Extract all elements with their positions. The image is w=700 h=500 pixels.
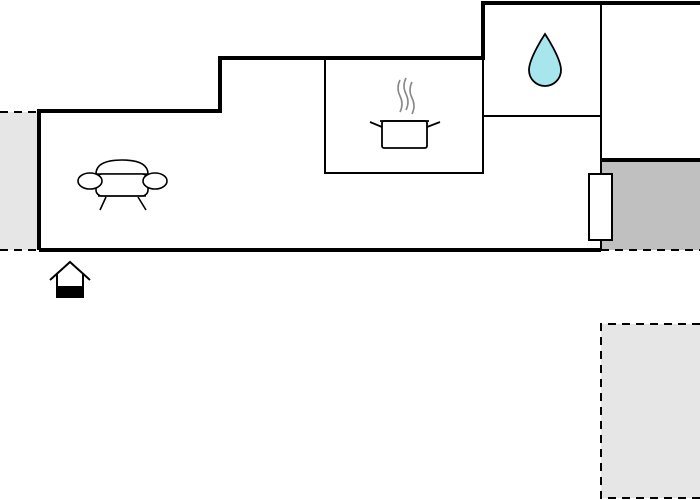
steam-lines [397, 77, 415, 115]
adjacent-room [601, 161, 700, 251]
cooking-pot-icon [369, 77, 441, 149]
exterior-walls [37, 1, 700, 252]
kitchen-room [324, 58, 484, 174]
outdoor-area-left [0, 111, 38, 251]
interior-walls [324, 4, 602, 250]
outdoor-area-bottom-right [600, 323, 700, 499]
radiator-icon [588, 173, 613, 241]
entrance-icon [49, 260, 91, 298]
water-drop-icon [528, 32, 562, 87]
sofa-icon [77, 159, 168, 211]
